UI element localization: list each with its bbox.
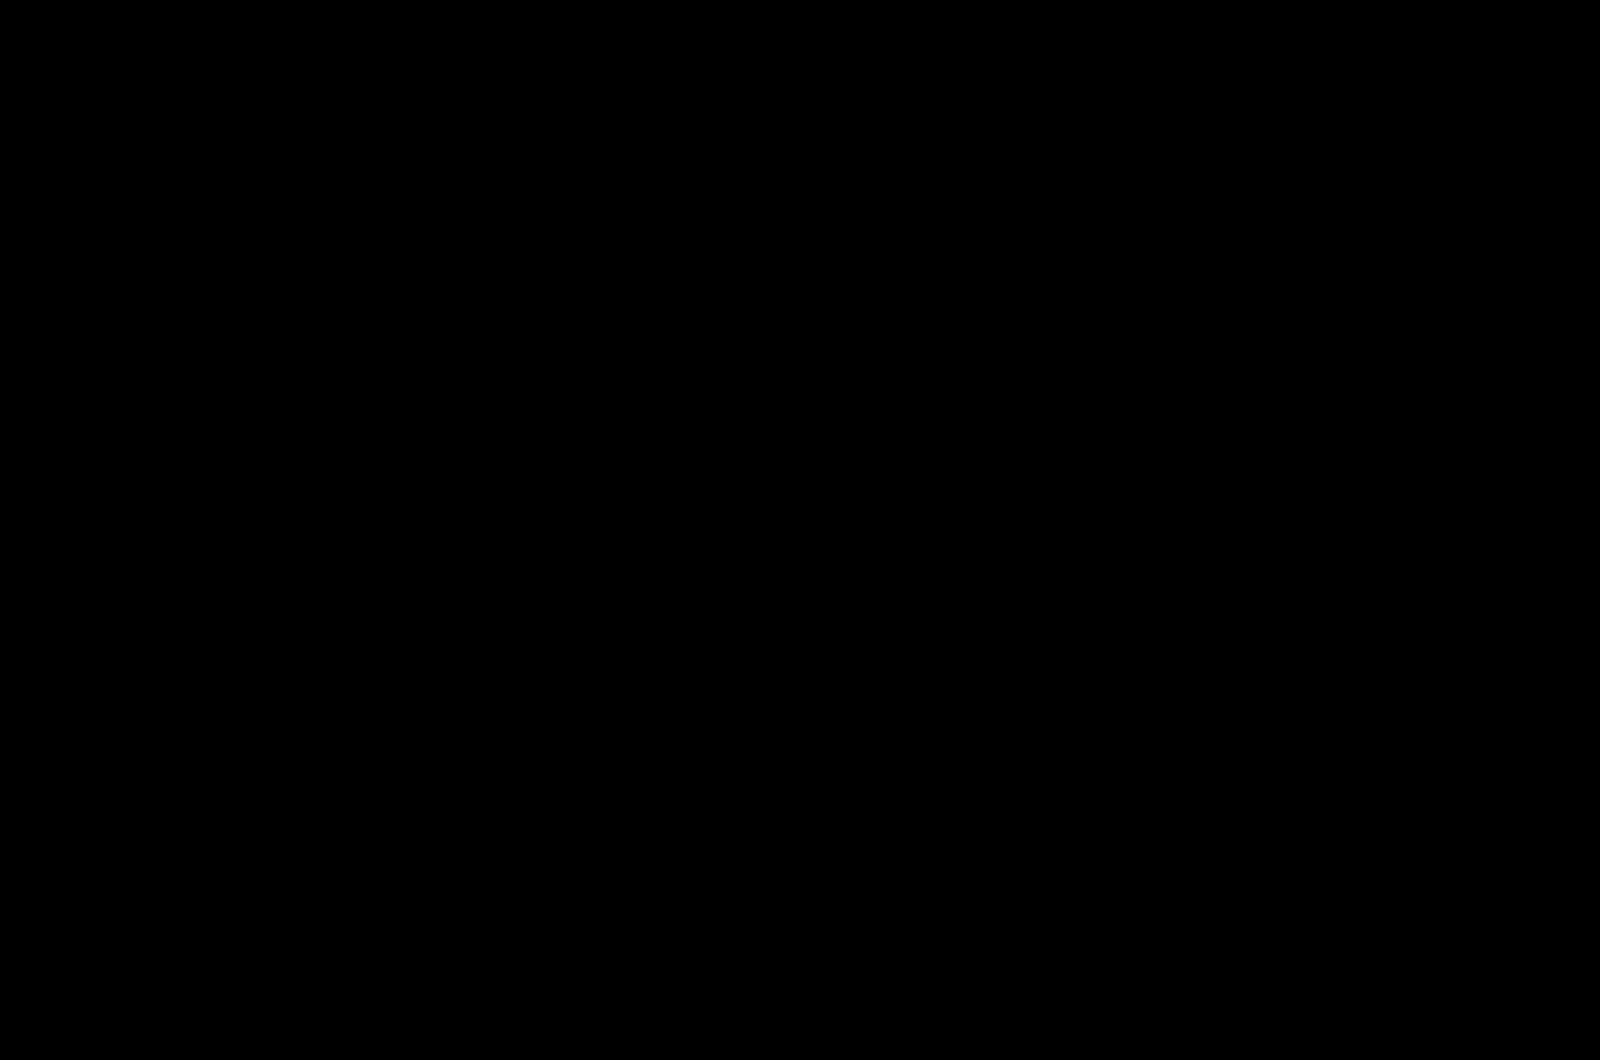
utility-label: UTILITY	[668, 157, 713, 171]
kitchen-label: KITCHEN	[866, 157, 918, 171]
site-left-label: FRONT DOOR	[687, 861, 768, 875]
optional-bedroom-dims: 13'-8" x 10'-0"	[1267, 856, 1354, 870]
den-label: DEN	[1305, 201, 1331, 215]
island-label: ISLAND	[876, 199, 921, 213]
dining-room-label: DINING ROOM	[1023, 200, 1108, 214]
site-right-label: OPT	[861, 861, 886, 875]
main-house-plan	[398, 38, 1492, 598]
site-bottom-label-1: OPT. REAR DOOR	[761, 971, 864, 985]
optional-bedroom-label: OPT. BEDROOM 4	[1258, 841, 1362, 855]
dining-room-dims: 11'-8" x 14'-0"	[1022, 215, 1109, 229]
bedroom-3-dims: 11'-4" x 10'-8"	[1342, 486, 1429, 500]
master-bedroom-label: MASTER BEDROOM	[490, 451, 606, 465]
den-dims: 13'-8" x 11'-10"	[1271, 216, 1365, 230]
living-room-dims: 13'-8" x 15'-4"	[797, 466, 884, 480]
bedroom-2-label: BEDROOM 2	[1058, 471, 1132, 485]
bath-2-label: BATH	[1220, 559, 1252, 573]
master-bedroom-dims: 13'-8" x 13'-8"	[505, 466, 592, 480]
inset-master-bath-plan	[116, 94, 330, 360]
bedroom-3-label: BEDROOM 3	[1348, 471, 1422, 485]
living-room-label: LIVING ROOM	[799, 451, 881, 465]
optional-bedroom-plan	[1095, 758, 1490, 1025]
master-bath-label: M. BATH	[458, 145, 508, 159]
site-markers	[760, 716, 860, 967]
wh-label: WH	[600, 207, 621, 221]
bedroom-2-dims: 11'-4" x 10'-8"	[1052, 486, 1139, 500]
pantry-label: PAN	[668, 207, 692, 221]
inset-bath-label: TUB	[139, 219, 164, 233]
site-bottom-label-2: LOCATION	[782, 986, 843, 1000]
